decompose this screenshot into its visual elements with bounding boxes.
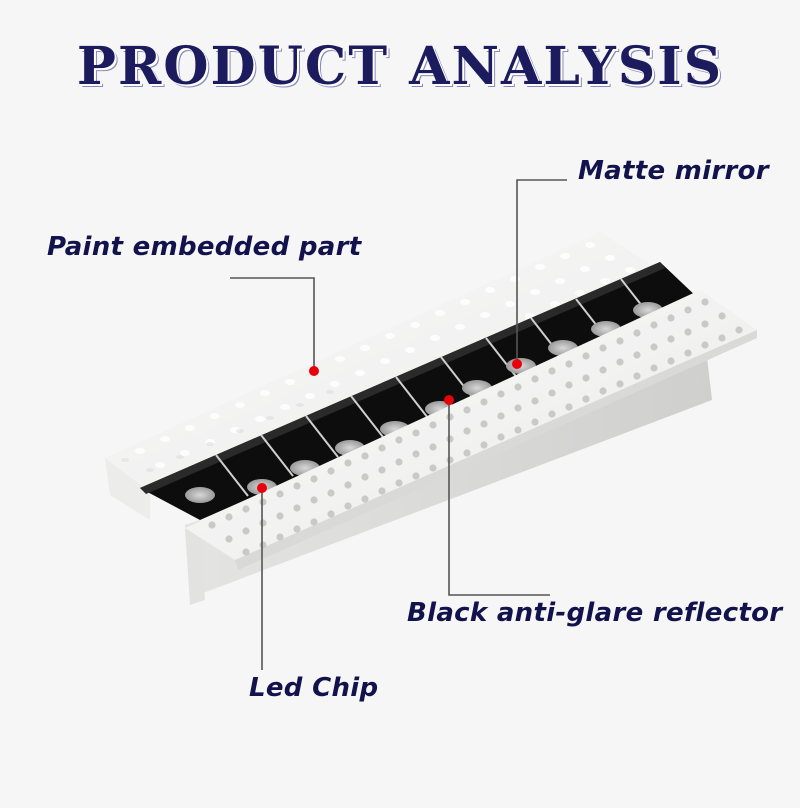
marker-dot-black-anti-glare-reflector: [444, 395, 454, 405]
leader-line-paint-embedded-part: [230, 277, 315, 370]
page-title: PRODUCT ANALYSIS: [76, 36, 724, 97]
marker-dot-paint-embedded-part: [309, 366, 319, 376]
leader-line-black-anti-glare-reflector: [448, 400, 550, 596]
callout-black-anti-glare-reflector: Black anti-glare reflector: [407, 598, 783, 628]
leader-line-matte-mirror: [516, 179, 567, 363]
black-anti-glare-reflector-channel: [140, 262, 700, 520]
marker-dot-led-chip: [257, 483, 267, 493]
marker-dot-matte-mirror: [512, 359, 522, 369]
callout-matte-mirror: Matte mirror: [578, 156, 769, 186]
paint-embedded-flange: [105, 232, 705, 520]
callout-paint-embedded-part: Paint embedded part: [47, 232, 362, 262]
front-perforated-flange: [185, 290, 757, 605]
callout-led-chip: Led Chip: [249, 673, 379, 703]
